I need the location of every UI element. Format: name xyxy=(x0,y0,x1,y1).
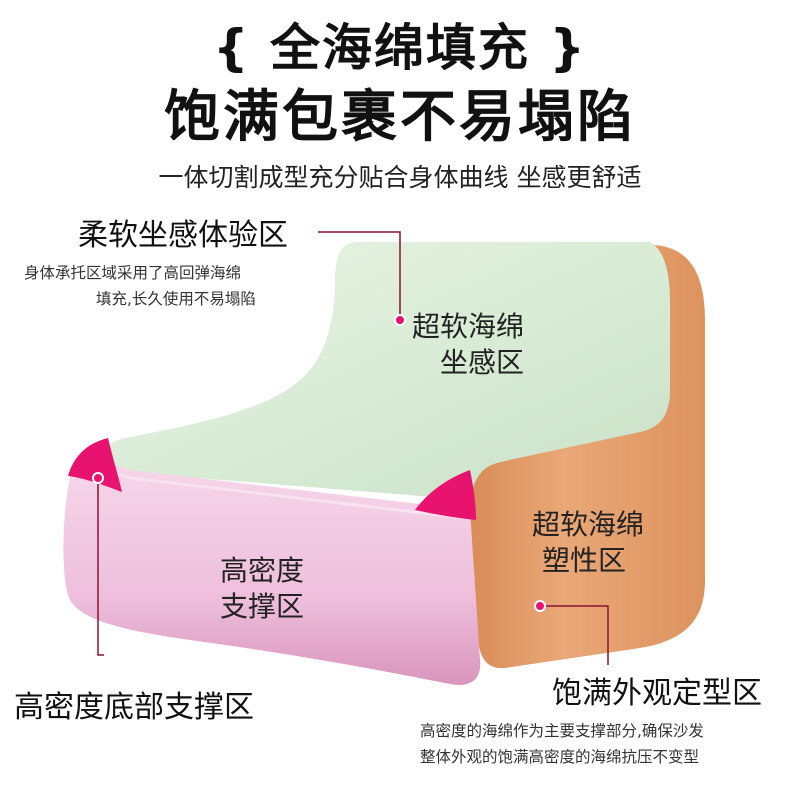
marker-dot-side xyxy=(534,600,546,612)
callout-full-shape-desc-2: 整体外观的饱满高密度的海绵抗压不变型 xyxy=(420,748,700,766)
leader-base-support xyxy=(97,478,104,656)
leader-full-shape xyxy=(540,605,609,665)
headline-description: 一体切割成型充分贴合身体曲线 坐感更舒适 xyxy=(158,163,642,192)
callout-full-shape-title: 饱满外观定型区 xyxy=(552,676,762,711)
seat-foam-panel xyxy=(100,242,670,500)
side-foam-panel xyxy=(469,245,705,669)
callout-soft-seat-desc-1: 身体承托区域采用了高回弹海绵 xyxy=(24,264,242,282)
marker-dot-seat xyxy=(394,314,406,326)
front-foam-panel xyxy=(63,464,481,685)
callout-soft-seat-title: 柔软坐感体验区 xyxy=(78,218,288,253)
callout-full-shape-desc-1: 高密度的海绵作为主要支撑部分,确保沙发 xyxy=(420,722,704,740)
zone-side-label-2: 塑性区 xyxy=(542,544,627,577)
zone-seat-label-1: 超软海绵 xyxy=(412,310,525,343)
right-corner-wedge xyxy=(415,470,476,520)
left-corner-wedge xyxy=(68,438,122,492)
leader-soft-seat xyxy=(318,231,401,318)
zone-front-label-1: 高密度 xyxy=(220,554,305,587)
marker-dot-base xyxy=(92,472,104,484)
headline-subtitle: 饱满包裹不易塌陷 xyxy=(164,85,636,150)
callout-base-support-title: 高密度底部支撑区 xyxy=(14,690,254,725)
callout-soft-seat-desc-2: 填充,长久使用不易塌陷 xyxy=(96,290,256,308)
zone-seat-label-2: 坐感区 xyxy=(440,346,525,379)
zone-front-label-2: 支撑区 xyxy=(220,590,305,623)
zone-side-label-1: 超软海绵 xyxy=(532,508,645,541)
headline-title: { 全海绵填充 } xyxy=(212,19,587,77)
